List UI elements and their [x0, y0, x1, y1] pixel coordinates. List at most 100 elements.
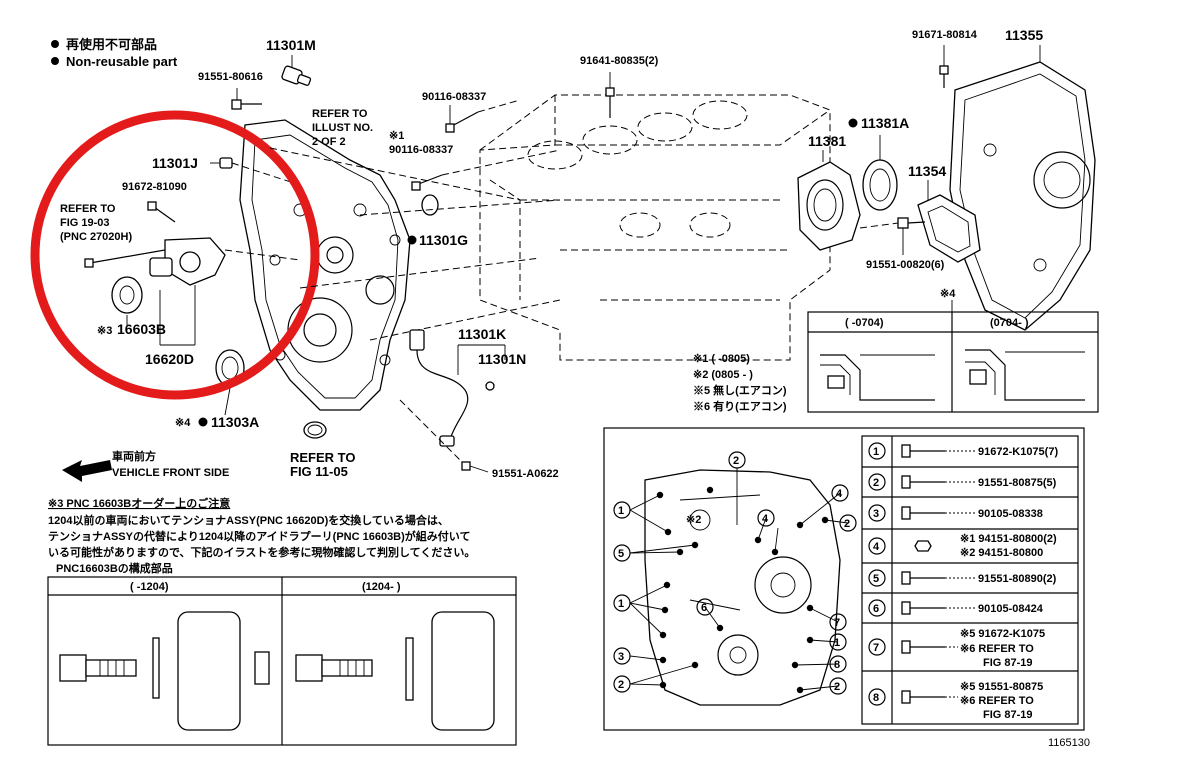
- cover-callout-4a: 4: [762, 513, 769, 525]
- bolt-legend-row-5: 5 91551-80890(2): [868, 569, 1057, 587]
- callout-91641-80835: 91641-80835(2): [580, 55, 659, 67]
- refer-illust-line3: 2 OF 2: [312, 136, 346, 148]
- callout-16603b: 16603B: [117, 321, 166, 337]
- bolt-row-7-part-a: ※5 91672-K1075: [960, 628, 1045, 640]
- callout-11301k: 11301K: [458, 326, 506, 342]
- bolt-legend-row-7: 7 ※5 91672-K1075 ※6 REFER TO FIG 87-19: [868, 628, 1045, 669]
- vehicle-front-jp: 車両前方: [112, 449, 156, 463]
- vehicle-front-en: VEHICLE FRONT SIDE: [112, 467, 229, 479]
- refer-fig-line3: (PNC 27020H): [60, 231, 132, 243]
- non-reusable-dot-icon: [51, 40, 59, 48]
- bolt-row-5-num: 5: [873, 573, 879, 585]
- o-ring-illustration: [421, 194, 439, 216]
- note3-line4: PNC16603Bの構成部品: [56, 561, 173, 575]
- non-reusable-dot-icon: [51, 57, 59, 65]
- callout-11303a: 11303A: [211, 414, 259, 430]
- pnc16603b-comparison-table: ( -1204) (1204- ): [47, 576, 517, 746]
- cover-callout-6: 6: [701, 602, 707, 614]
- bolt-row-6-part: 90105-08424: [978, 603, 1044, 615]
- footnote-2: ※2 (0805 - ): [693, 369, 753, 381]
- refer-fig1105-line2: FIG 11-05: [290, 464, 348, 479]
- cover-outline-illustration: [644, 469, 841, 706]
- cover-callout-4b: 4: [836, 488, 843, 500]
- highlight-circle: [30, 110, 320, 400]
- bolt-row-6-num: 6: [873, 603, 879, 615]
- bolt-row-8-part-a: ※5 91551-80875: [960, 681, 1043, 693]
- seal-col1-header: ( -0704): [845, 317, 884, 329]
- bolt-legend-row-6: 6 90105-08424: [868, 599, 1044, 617]
- callout-91672-81090: 91672-81090: [122, 181, 187, 193]
- callout-11301g: 11301G: [419, 232, 468, 248]
- cover-callout-8: 8: [834, 659, 840, 671]
- legend-jp: 再使用不可部品: [66, 37, 157, 52]
- callout-note3-mark: ※3: [97, 325, 112, 337]
- bolt-row-8-num: 8: [873, 692, 879, 704]
- sensor-illustration: [281, 65, 312, 86]
- bolt-row-8-part-c: FIG 87-19: [983, 709, 1033, 721]
- footnote-5: ※5 無し(エアコン): [693, 383, 787, 397]
- rear-oil-seal-illustration: [862, 159, 898, 211]
- non-reusable-dot-icon: [407, 235, 417, 245]
- bolt-legend-table: [861, 435, 1079, 725]
- note3-line2: テンショナASSYの代替により1204以降のアイドラプーリ(PNC 16603B…: [48, 529, 470, 543]
- bolt-row-4-part-a: ※1 94151-80800(2): [960, 533, 1057, 545]
- bolt-row-7-part-c: FIG 87-19: [983, 657, 1033, 669]
- bolt-row-2-num: 2: [873, 477, 879, 489]
- callout-90116-08337-a: 90116-08337: [422, 91, 486, 103]
- callout-90116-08337-b: 90116-08337: [389, 144, 453, 156]
- figure-id: 1165130: [1048, 737, 1090, 749]
- stud-bolt-illustration: [411, 174, 443, 191]
- oil-pan-seal-cover-illustration: [917, 194, 981, 263]
- refer-illust-line2: ILLUST NO.: [312, 122, 373, 134]
- seal-variant-table: ( -0704) (0704- ): [807, 311, 1099, 413]
- bolt-row-7-num: 7: [873, 642, 879, 654]
- cover-callout-5: 5: [618, 548, 624, 560]
- callout-note1-mark: ※1: [389, 130, 404, 142]
- bolt-legend-row-1: 1 91672-K1075(7): [868, 442, 1058, 460]
- callout-16620d: 16620D: [145, 351, 194, 367]
- callout-11355: 11355: [1005, 27, 1043, 43]
- footnote-1: ※1 ( -0805): [693, 353, 750, 365]
- bolt-row-1-part: 91672-K1075(7): [978, 446, 1058, 458]
- callout-11354: 11354: [908, 163, 946, 179]
- seal-col2-header: (0704- ): [990, 317, 1029, 329]
- note3-line3: いる可能性がありますので、下記のイラストを参考に現物確認して判別してください。: [48, 545, 475, 559]
- bolt-legend-row-4: 4 ※1 94151-80800(2) ※2 94151-80800: [868, 533, 1057, 559]
- compare-col1-header: ( -1204): [130, 581, 169, 593]
- non-reusable-dot-icon: [848, 118, 858, 128]
- refer-fig1105-line1: REFER TO: [290, 450, 356, 465]
- callout-91551-a0622: 91551-A0622: [492, 468, 559, 480]
- stud-bolt-illustration: [445, 111, 479, 133]
- note3-title: ※3 PNC 16603Bオーダー上のご注意: [48, 496, 230, 510]
- bolt-row-4-num: 4: [873, 541, 880, 553]
- cover-callout-3: 3: [618, 651, 624, 663]
- callout-11381: 11381: [808, 133, 846, 149]
- bolt-row-2-part: 91551-80875(5): [978, 477, 1057, 489]
- bolt-legend-row-2: 2 91551-80875(5): [868, 473, 1057, 491]
- cover-callouts: 2 ※2 1 4 4 2 5 1 6 7 1 3 8 2 2: [613, 451, 857, 695]
- footnote-6: ※6 有り(エアコン): [693, 399, 787, 413]
- callout-11301n: 11301N: [478, 351, 526, 367]
- cover-callout-1c: 1: [834, 637, 840, 649]
- vehicle-front-arrow-icon: [62, 460, 112, 482]
- callout-11301m: 11301M: [266, 37, 316, 53]
- bolt-row-1-num: 1: [873, 446, 879, 458]
- cylinder-block-illustration: [479, 94, 831, 361]
- callout-11301j: 11301J: [152, 155, 198, 171]
- callout-11381a: 11381A: [861, 115, 909, 131]
- cover-callout-2d: 2: [834, 681, 840, 693]
- note3-line1: 1204以前の車両においてテンショナASSY(PNC 16620D)を交換してい…: [48, 513, 449, 527]
- compare-col2-header: (1204- ): [362, 581, 401, 593]
- bolt-legend-row-3: 3 90105-08338: [868, 504, 1043, 522]
- bolt-row-7-part-b: ※6 REFER TO: [960, 643, 1034, 655]
- bolt-row-5-part: 91551-80890(2): [978, 573, 1057, 585]
- bolt-location-frame: [603, 427, 1085, 731]
- cover-callout-7: 7: [834, 617, 840, 629]
- cover-callout-1a: 1: [618, 505, 624, 517]
- inset-note4-mark: ※4: [940, 288, 956, 300]
- cover-callout-2c: 2: [618, 679, 624, 691]
- cover-callout-note2: ※2: [686, 514, 701, 526]
- bolt-row-3-num: 3: [873, 508, 879, 520]
- cover-callout-1b: 1: [618, 598, 624, 610]
